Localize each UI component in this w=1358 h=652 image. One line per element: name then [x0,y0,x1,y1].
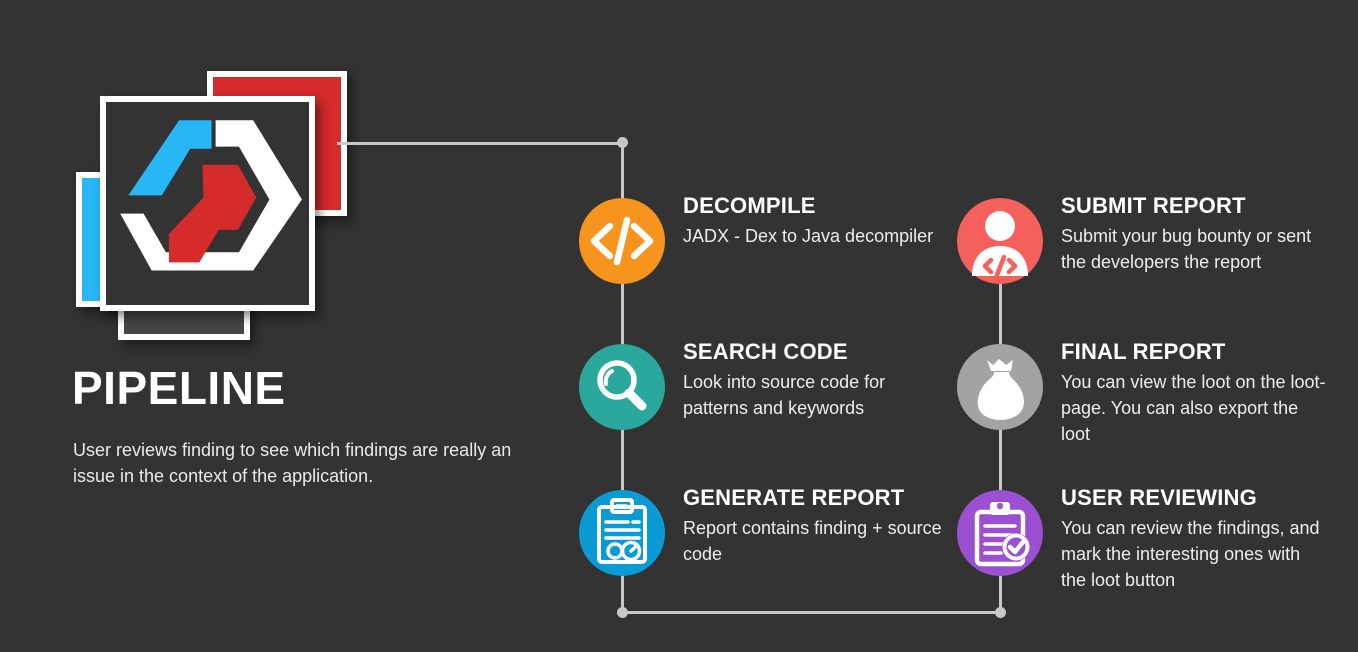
step-generate-report-title: GENERATE REPORT [683,485,905,510]
connector-top-horizontal [337,142,624,145]
step-submit-report-title: SUBMIT REPORT [1061,193,1246,218]
connector-user-reviewing-to-final [999,430,1002,490]
connector-bottom-horizontal [622,611,1000,614]
developer-person-icon [972,211,1028,278]
step-final-report-icon-circle[interactable] [957,344,1043,430]
step-user-reviewing-description: You can review the findings, and mark th… [1061,518,1320,591]
step-decompile-description: JADX - Dex to Java decompiler [683,226,934,247]
step-submit-report-text: SUBMIT REPORT Submit your bug bounty or … [1061,193,1329,275]
step-search-code-icon-circle[interactable] [579,344,665,430]
step-search-code-text: SEARCH CODE Look into source code for pa… [683,339,951,421]
step-search-code-title: SEARCH CODE [683,339,848,364]
step-user-reviewing-title: USER REVIEWING [1061,485,1257,510]
step-generate-report-icon-circle[interactable] [579,490,665,576]
step-search-code-description: Look into source code for patterns and k… [683,372,886,419]
step-submit-report-icon-circle[interactable] [957,198,1043,284]
page-description: User reviews finding to see which findin… [73,440,512,486]
code-brackets-icon [590,216,654,266]
connector-bottom-to-user-reviewing [999,576,1002,614]
step-user-reviewing-icon-circle[interactable] [957,490,1043,576]
clipboard-check-icon [974,502,1030,567]
step-decompile-title: DECOMPILE [683,193,816,218]
connector-final-to-submit [999,284,1002,344]
page-title: PIPELINE [72,362,286,414]
step-generate-report-text: GENERATE REPORT Report contains finding … [683,485,951,567]
step-decompile-text: DECOMPILE JADX - Dex to Java decompiler [683,193,951,249]
step-user-reviewing-text: USER REVIEWING You can review the findin… [1061,485,1329,593]
logo-card-stack [0,0,400,350]
step-final-report-title: FINAL REPORT [1061,339,1226,364]
connector-decompile-to-search [621,284,624,344]
logo-card-main [100,96,315,311]
step-submit-report-description: Submit your bug bounty or sent the devel… [1061,226,1312,273]
loot-bag-icon [977,359,1024,420]
connector-left-logo-to-decompile [621,142,624,200]
step-decompile-icon-circle[interactable] [579,198,665,284]
hexagon-mark-icon [120,120,302,271]
step-final-report-description: You can view the loot on the loot-page. … [1061,372,1326,445]
step-final-report-text: FINAL REPORT You can view the loot on th… [1061,339,1329,447]
clipboard-chart-icon [597,498,647,564]
magnifying-glass-icon [597,360,647,411]
connector-generate-to-bottom [621,576,624,614]
step-generate-report-description: Report contains finding + source code [683,518,942,565]
connector-search-to-generate [621,430,624,490]
